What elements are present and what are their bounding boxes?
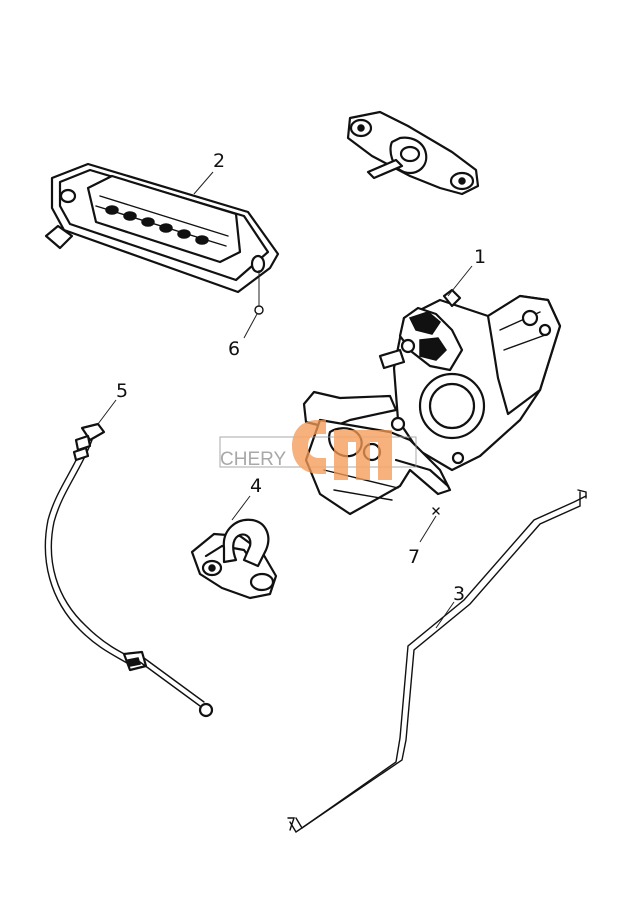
clip-marker (254, 305, 264, 315)
leader-line-3 (435, 601, 455, 629)
striker-plate-part (346, 110, 480, 196)
link-rod-part (287, 489, 587, 833)
leader-line-6 (243, 313, 258, 339)
leader-line-2 (193, 171, 214, 195)
door-striker-part (190, 518, 278, 600)
callout-4: 4 (250, 475, 262, 497)
callout-2: 2 (213, 150, 225, 172)
control-cable-part (44, 422, 214, 718)
callout-3: 3 (453, 583, 465, 605)
leader-line-7 (419, 515, 437, 543)
callout-1: 1 (474, 246, 486, 268)
screw-marker (432, 507, 440, 515)
watermark: CHERY (219, 420, 417, 480)
watermark-brand-text: CHERY (220, 449, 286, 470)
interior-handle-part (44, 162, 280, 294)
lock-actuator-part (302, 288, 562, 516)
callout-7: 7 (408, 546, 420, 568)
leader-line-4 (231, 495, 251, 521)
callout-5: 5 (116, 380, 128, 402)
watermark-logo (292, 420, 392, 480)
leader-line-1 (447, 265, 473, 297)
callout-6: 6 (228, 338, 240, 360)
handle-grip-slots (105, 205, 209, 245)
leader-line-5 (97, 399, 117, 425)
